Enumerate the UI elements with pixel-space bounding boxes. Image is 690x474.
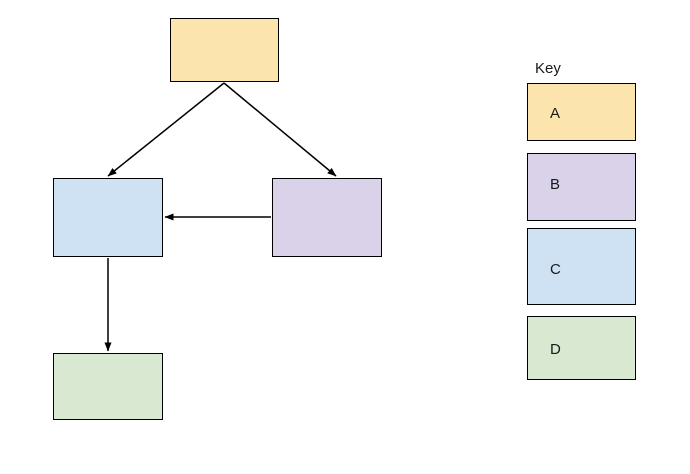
node-top-yellow[interactable] xyxy=(170,18,279,82)
edge-yellow-to-purple xyxy=(223,82,337,177)
edge-yellow-to-blue xyxy=(107,82,225,177)
key-title: Key xyxy=(535,60,561,77)
key-label-a: A xyxy=(550,105,561,122)
key-label-d: D xyxy=(550,341,561,358)
key-swatch-c[interactable] xyxy=(527,228,636,305)
key-swatch-d[interactable] xyxy=(527,316,636,380)
node-middle-right-purple[interactable] xyxy=(272,178,382,257)
key-swatch-b[interactable] xyxy=(527,153,636,221)
node-bottom-green[interactable] xyxy=(53,353,163,420)
key-label-b: B xyxy=(550,176,561,193)
key-label-c: C xyxy=(550,261,561,278)
key-swatch-a[interactable] xyxy=(527,83,636,141)
node-middle-left-blue[interactable] xyxy=(53,178,163,257)
